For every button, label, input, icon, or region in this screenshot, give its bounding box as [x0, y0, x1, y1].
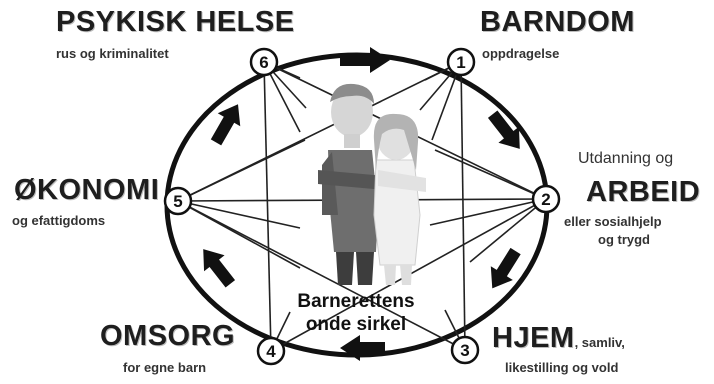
children-illustration: [318, 84, 426, 285]
node-4-title: OMSORG: [100, 320, 235, 353]
node-6-title: PSYKISK HELSE: [56, 6, 295, 39]
node-5-marker: 5: [165, 188, 191, 214]
node-2-title: ARBEID: [586, 176, 700, 209]
arrow-2-to-3: [481, 244, 526, 295]
node-6-marker: 6: [251, 49, 277, 75]
node-2-marker: 2: [533, 186, 559, 212]
node-4-number: 4: [266, 342, 276, 361]
node-5-number: 5: [173, 192, 182, 211]
arrow-6-to-1: [340, 47, 390, 73]
node-2-subtitle: eller sosialhjelp: [564, 214, 662, 229]
node-1-number: 1: [456, 53, 465, 72]
node-3-title: HJEM: [492, 322, 575, 354]
node-5-subtitle: og efattigdoms: [12, 213, 105, 228]
node-3-number: 3: [460, 341, 469, 360]
node-4-marker: 4: [258, 338, 284, 364]
center-caption-line1: Barnerettens: [268, 290, 444, 313]
node-6-number: 6: [259, 53, 268, 72]
center-caption: Barnerettens onde sirkel: [268, 290, 444, 336]
node-6-subtitle: rus og kriminalitet: [56, 46, 169, 61]
node-5-title: ØKONOMI: [14, 174, 159, 207]
node-3-heading: HJEM, samliv,: [492, 322, 625, 355]
node-1-title: BARNDOM: [480, 6, 635, 39]
node-1-subtitle: oppdragelse: [482, 46, 559, 61]
node-2-pretitle: Utdanning og: [578, 150, 673, 168]
center-caption-line2: onde sirkel: [268, 313, 444, 336]
node-3-title-suffix: , samliv,: [575, 335, 625, 350]
node-2-subtitle-line2: og trygd: [598, 232, 650, 247]
girl-figure: [374, 114, 426, 285]
node-4-subtitle: for egne barn: [123, 360, 206, 375]
node-3-marker: 3: [452, 337, 478, 363]
node-1-marker: 1: [448, 49, 474, 75]
node-3-subtitle: likestilling og vold: [505, 360, 618, 375]
node-2-number: 2: [541, 190, 550, 209]
arrow-4-to-5: [193, 241, 241, 292]
